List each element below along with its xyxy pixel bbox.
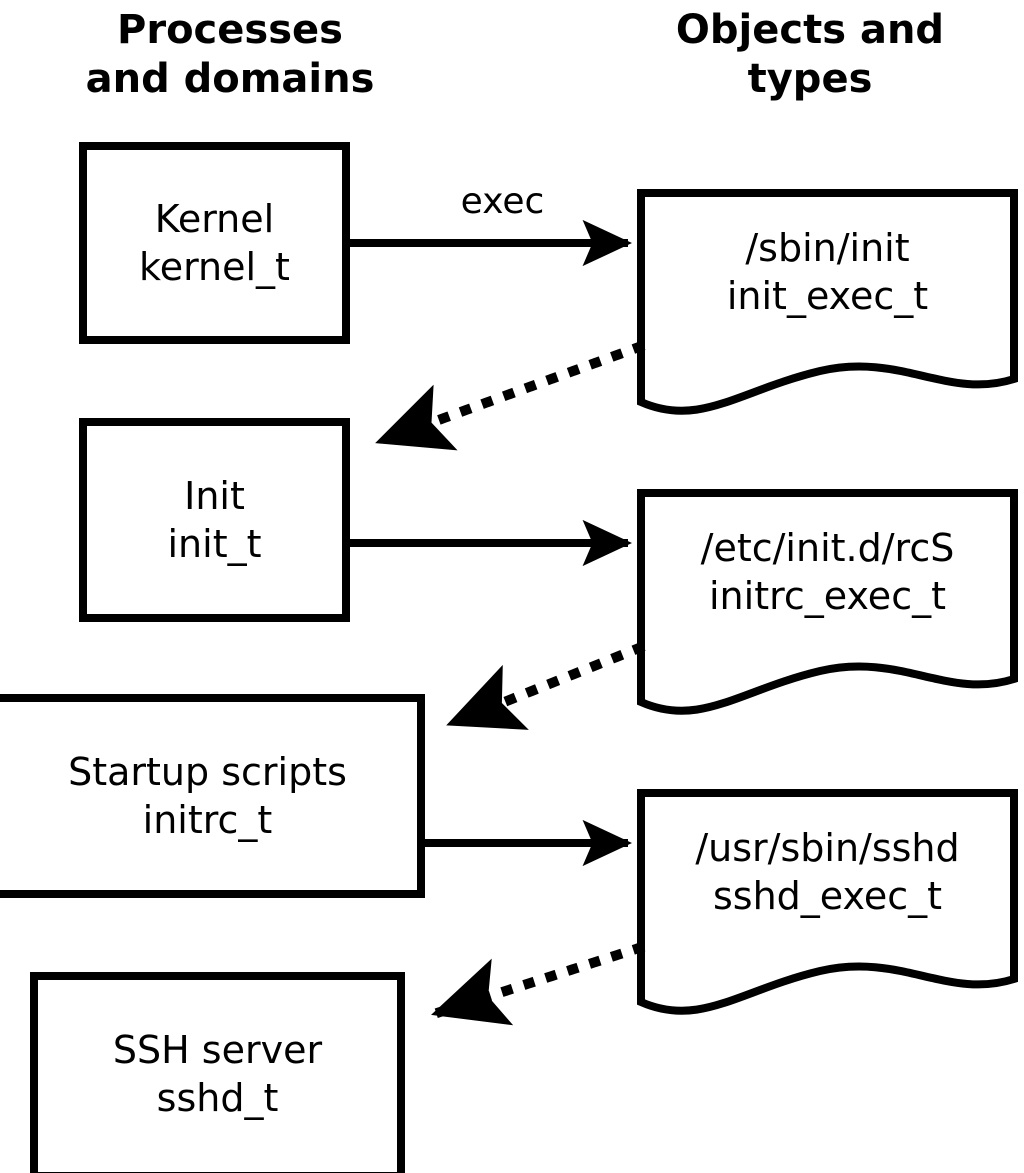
column-header-processes: Processes and domains	[85, 7, 375, 102]
object-label-initrc-exec-line2: initrc_exec_t	[709, 574, 946, 618]
object-doc-sshd-exec-shape	[637, 789, 1018, 1015]
object-doc-init-exec[interactable]	[637, 189, 1018, 415]
edge-init-exec-to-init-arrow	[374, 340, 646, 451]
process-label-kernel-line2: kernel_t	[139, 245, 290, 289]
object-doc-initrc-exec[interactable]	[637, 489, 1018, 715]
process-label-init-line1: Init	[184, 474, 245, 518]
process-label-init-line2: init_t	[167, 522, 262, 566]
object-label-sshd-exec-line1: /usr/sbin/sshd	[695, 826, 960, 870]
object-label-sshd-exec-line2: sshd_exec_t	[712, 874, 942, 918]
object-label-initrc-exec-line1: /etc/init.d/rcS	[700, 526, 955, 570]
process-box-kernel-shape	[79, 142, 350, 344]
process-box-initrc[interactable]	[0, 694, 425, 898]
process-label-kernel-line1: Kernel	[154, 197, 275, 241]
process-label-sshd-line2: sshd_t	[156, 1076, 279, 1120]
edge-label-exec: exec	[460, 181, 545, 222]
edge-initrc-exec-to-initrc-arrow	[445, 641, 646, 730]
process-box-sshd-shape	[30, 972, 405, 1173]
object-label-init-exec-line2: init_exec_t	[726, 274, 929, 318]
edge-sshd-exec-to-sshd-arrow	[430, 941, 646, 1026]
object-doc-sshd-exec[interactable]	[637, 789, 1018, 1015]
process-label-initrc-line1: Startup scripts	[68, 750, 347, 794]
process-box-init-shape	[79, 418, 350, 622]
process-box-initrc-shape	[0, 694, 425, 898]
column-header-objects: Objects and types	[675, 7, 945, 102]
object-doc-init-exec-shape	[637, 189, 1018, 415]
process-label-sshd-line1: SSH server	[112, 1028, 323, 1072]
process-box-sshd[interactable]	[30, 972, 405, 1173]
process-box-kernel[interactable]	[79, 142, 350, 344]
object-doc-initrc-exec-shape	[637, 489, 1018, 715]
object-label-init-exec-line1: /sbin/init	[745, 226, 910, 270]
process-box-init[interactable]	[79, 418, 350, 622]
process-label-initrc-line2: initrc_t	[142, 798, 273, 842]
